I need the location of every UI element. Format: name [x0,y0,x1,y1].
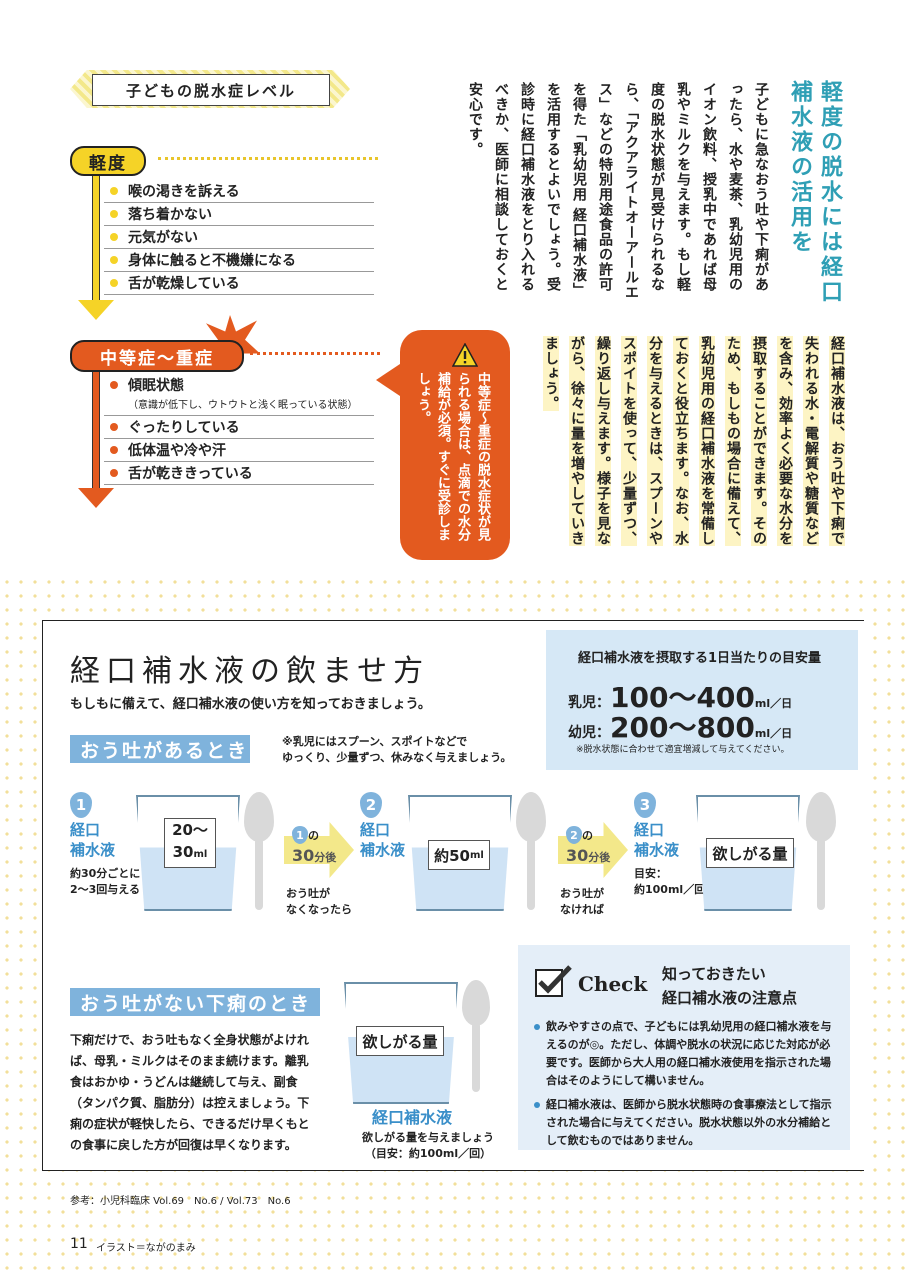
step-3-label: 経口補水液 [634,821,680,859]
mild-arrow-line [92,150,100,308]
severe-arrow-line [92,356,100,494]
warning-text: 中等症〜重症の脱水症状が見られる場合は、点滴での水分補給が必須。すぐに受診しまし… [415,372,490,541]
diarrhea-tag: おう吐がない下痢のとき [70,988,320,1016]
warning-box [400,330,510,560]
diarrhea-amount: 欲しがる量 [356,1026,444,1056]
list-item: 身体に触ると不機嫌になる [104,249,374,272]
severe-dots [250,352,380,355]
mild-arrowhead [78,300,114,320]
check-icon [535,965,572,997]
step-2-number: 2 [360,792,382,818]
severe-arrowhead [78,488,114,508]
bullet-icon [110,381,118,389]
mild-label: 軽度 [70,146,146,176]
list-item: 傾眠状態 （意識が低下し、ウトウトと浅く眠っている状態） [104,374,374,416]
bullet-icon [110,210,118,218]
bullet-icon [534,1024,540,1030]
spoon-icon [516,792,546,842]
panel-border-bottom [42,1170,864,1171]
daily-note: ※脱水状態に合わせて適宜増減して与えてください。 [576,745,790,755]
check-title: 知っておきたい経口補水液の注意点 [662,965,798,1007]
bullet-icon [110,256,118,264]
bullet-icon [534,1102,540,1108]
mild-symptom-list: 喉の渇きを訴える 落ち着かない 元気がない 身体に触ると不機嫌になる 舌が乾燥し… [104,180,374,295]
spoon-icon [244,792,274,842]
article-col2: 経口補水液は、おう吐や下痢で失われる水・電解質や糖質などを含み、効率よく必要な水… [543,336,845,546]
wait-1-cond: おう吐がなくなったら [286,887,352,916]
spoon-icon [806,792,836,842]
list-item: 経口補水液は、医師から脱水状態時の食事療法として指示された場合に与えてください。… [534,1096,840,1150]
list-item: ぐったりしている [104,416,374,439]
spoon-handle [472,1022,480,1092]
diarrhea-text: 下痢だけで、おう吐もなく全身状態がよければ、母乳・ミルクはそのまま続けます。離乳… [70,1033,310,1152]
list-item: 落ち着かない [104,203,374,226]
article-col1: 子どもに急なおう吐や下痢があったら、水や麦茶、乳幼児用のイオン飲料、授乳中であれ… [467,82,769,300]
bullet-icon [110,446,118,454]
panel-border-top [42,620,864,621]
step-1-label: 経口補水液 [70,821,116,859]
list-item: 舌が乾燥している [104,272,374,295]
step-3-desc: 目安：約100ml／回 [634,867,706,896]
howto-title: 経口補水液の飲ませ方 [70,654,430,689]
check-badge: Check [578,972,648,996]
diarrhea-desc: 欲しがる量を与えましょう（目安：約100ml／回） [362,1131,494,1160]
severe-note: （意識が低下し、ウトウトと浅く眠っている状態） [128,400,358,411]
step-3-amount: 欲しがる量 [706,838,794,868]
wait-1-time: 30分後 [292,846,337,865]
daily-amount-box [546,630,858,770]
levels-title: 子どもの脱水症レベル [92,74,330,106]
list-item: 元気がない [104,226,374,249]
wait-2-time: 30分後 [566,846,611,865]
list-item: 喉の渇きを訴える [104,180,374,203]
bullet-icon [110,233,118,241]
daily-title: 経口補水液を摂取する1日当たりの目安量 [578,651,822,666]
vomit-tag: おう吐があるとき [70,735,250,763]
article-heading: 軽度の脱水には経口補水液の活用を [787,80,842,305]
spoon-handle [527,838,535,910]
spoon-handle [255,838,263,910]
page-number: 11 [70,1236,88,1252]
step-1-amount: 20〜30ml [164,818,216,868]
list-item: 低体温や冷や汗 [104,439,374,462]
severe-label: 中等症〜重症 [70,340,244,372]
bullet-icon [110,423,118,431]
warning-icon [452,343,478,367]
mild-dots [158,157,378,160]
list-item: 舌が乾ききっている [104,462,374,485]
list-item: 飲みやすさの点で、子どもには乳幼児用の経口補水液を与えるのが◎。ただし、体調や脱… [534,1018,840,1090]
check-list: 飲みやすさの点で、子どもには乳幼児用の経口補水液を与えるのが◎。ただし、体調や脱… [534,1018,840,1150]
check-box [518,945,850,1150]
panel-border-left [42,620,43,1170]
step-1-number: 1 [70,792,92,818]
step-2-label: 経口補水液 [360,821,406,859]
bullet-icon [110,279,118,287]
reference: 参考：小児科臨床 Vol.69 No.6 / Vol.73 No.6 [70,1196,291,1207]
bullet-icon [110,187,118,195]
spoon-handle [817,838,825,910]
bullet-icon [110,469,118,477]
daily-infant: 乳児： 100〜400 ml／日 [568,681,793,714]
step-3-number: 3 [634,792,656,818]
spoon-icon [462,980,490,1026]
wait-2-cond: おう吐がなければ [560,887,604,916]
howto-subtitle: もしもに備えて、経口補水液の使い方を知っておきましょう。 [70,697,431,712]
illustration-credit: イラスト＝ながのまみ [96,1243,196,1254]
daily-child: 幼児： 200〜800 ml／日 [568,711,793,744]
severe-symptom-list: 傾眠状態 （意識が低下し、ウトウトと浅く眠っている状態） ぐったりしている 低体… [104,374,374,485]
vomit-note: ※乳児にはスプーン、スポイトなどでゆっくり、少量ずつ、休みなく与えましょう。 [282,735,512,764]
diarrhea-label: 経口補水液 [372,1108,453,1127]
